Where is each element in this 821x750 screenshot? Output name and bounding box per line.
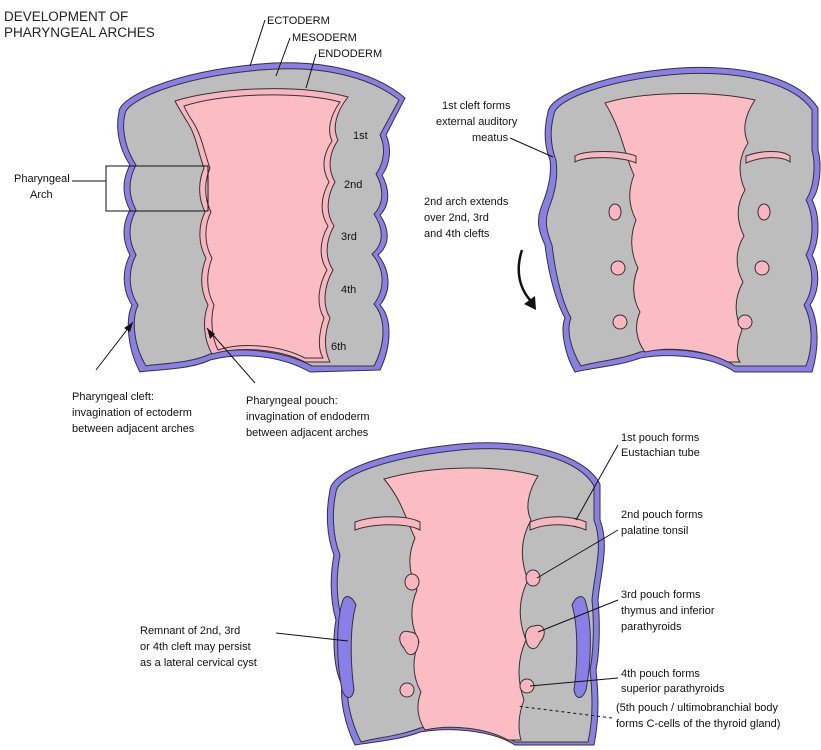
pharyngeal-cleft-label-1: Pharyngeal cleft:	[72, 391, 154, 403]
ectoderm-pointer	[250, 20, 265, 66]
pharyngeal-cleft-label-2: invagination of ectoderm	[72, 407, 192, 419]
arch-number-2nd: 2nd	[344, 179, 362, 191]
first-cleft-label-3: meatus	[472, 132, 509, 144]
diagram-title: DEVELOPMENT OF PHARYNGEAL ARCHES	[4, 9, 155, 40]
arch-number-1st: 1st	[353, 130, 368, 142]
stage-1-embryo: 1st 2nd 3rd 4th 6th	[106, 63, 405, 372]
pharyngeal-arch-annotation: Pharyngeal Arch	[14, 173, 106, 201]
stage-2-pouch	[613, 315, 627, 329]
pharyngeal-arch-label-2: Arch	[30, 189, 53, 201]
pharyngeal-pouch-label-3: between adjacent arches	[246, 427, 369, 439]
stage-2-pouch	[611, 261, 625, 275]
second-arch-label-2: over 2nd, 3rd	[424, 212, 489, 224]
remnant-label-2: or 4th cleft may persist	[140, 641, 251, 653]
remnant-annotation: Remnant of 2nd, 3rd or 4th cleft may per…	[140, 625, 348, 669]
fifth-pouch-label-2: forms C-cells of the thyroid gland)	[616, 718, 780, 730]
pharyngeal-cleft-label-3: between adjacent arches	[72, 423, 195, 435]
mesoderm-label: MESODERM	[292, 32, 357, 44]
stage-2-pouch	[758, 204, 770, 220]
first-cleft-label-2: external auditory	[436, 116, 518, 128]
stage-3-pouch	[405, 574, 419, 590]
first-cleft-annotation: 1st cleft forms external auditory meatus	[436, 100, 553, 157]
second-arch-label-1: 2nd arch extends	[424, 196, 509, 208]
second-arch-annotation: 2nd arch extends over 2nd, 3rd and 4th c…	[424, 196, 509, 240]
arch-extension-arrow	[519, 250, 530, 300]
stage-2-pouch	[755, 261, 769, 275]
endoderm-label: ENDODERM	[318, 48, 382, 60]
arch-number-3rd: 3rd	[341, 231, 357, 243]
remnant-label-1: Remnant of 2nd, 3rd	[140, 625, 240, 637]
pharyngeal-arch-label-1: Pharyngeal	[14, 173, 70, 185]
first-pouch-label-2: Eustachian tube	[621, 447, 700, 459]
stage-2-pouch	[738, 315, 752, 329]
stage-3-pouch	[400, 683, 414, 697]
fourth-pouch-label-2: superior parathyroids	[621, 683, 725, 695]
second-pouch-label-1: 2nd pouch forms	[621, 509, 703, 521]
stage-2-pouch	[609, 204, 621, 220]
title-line-1: DEVELOPMENT OF	[4, 9, 128, 24]
third-pouch-label-2: thymus and inferior	[621, 605, 715, 617]
remnant-label-3: as a lateral cervical cyst	[140, 657, 257, 669]
second-arch-label-3: and 4th clefts	[424, 228, 490, 240]
title-line-2: PHARYNGEAL ARCHES	[4, 25, 155, 40]
first-pouch-label-1: 1st pouch forms	[621, 432, 700, 444]
third-pouch-label-1: 3rd pouch forms	[621, 589, 701, 601]
stage-2-embryo	[519, 67, 820, 372]
second-pouch-label-2: palatine tonsil	[621, 525, 688, 537]
stage-3-embryo	[327, 443, 604, 745]
first-cleft-label-1: 1st cleft forms	[442, 100, 511, 112]
ectoderm-label: ECTODERM	[267, 15, 330, 27]
pharyngeal-pouch-label-2: invagination of endoderm	[246, 411, 370, 423]
pharyngeal-pouch-label-1: Pharyngeal pouch:	[246, 395, 338, 407]
arch-number-6th: 6th	[331, 341, 346, 353]
fourth-pouch-label-1: 4th pouch forms	[621, 668, 700, 680]
fifth-pouch-label-1: (5th pouch / ultimobranchial body	[616, 702, 779, 714]
arch-number-4th: 4th	[341, 284, 356, 296]
third-pouch-label-3: parathyroids	[621, 621, 682, 633]
